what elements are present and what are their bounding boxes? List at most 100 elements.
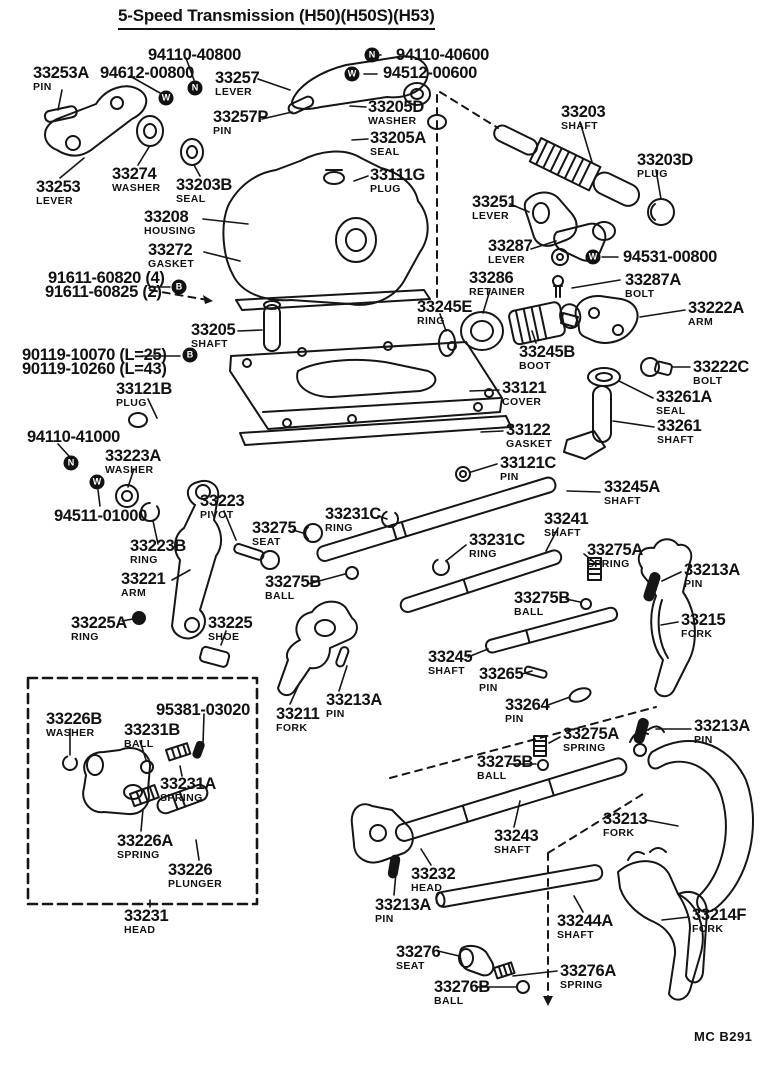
part-descriptor: PIVOT [200,509,234,521]
part-number: 33223A [105,447,161,465]
page-title: 5-Speed Transmission (H50)(H50S)(H53) [118,6,435,30]
part-number: 33275B [265,573,321,591]
pin-33213a-2-art [335,646,349,668]
spring-33231a-art [166,743,190,760]
part-number: 33231C [325,505,381,523]
part-number: 33286 [469,269,514,287]
boot-33245b-art [508,297,584,345]
part-number: 95381-03020 [156,701,250,719]
part-label-90119-10260-l-43-: 90119-10260 (L=43) [22,361,167,378]
part-descriptor: BOLT [625,288,655,300]
part-number: 33211 [276,705,320,723]
part-descriptor: PLUG [116,397,147,409]
part-number: 94531-00800 [623,248,717,266]
part-descriptor: PLUG [637,168,668,180]
part-number: 94110-40600 [396,46,490,64]
part-number: 33231C [469,531,525,549]
part-descriptor: RING [130,554,158,566]
part-number: 33222A [688,299,744,317]
part-number: 33213A [375,896,431,914]
part-number: 33275B [477,753,533,771]
part-descriptor: WASHER [112,182,161,194]
part-descriptor: WASHER [105,464,154,476]
part-number: 33261A [656,388,712,406]
part-number: 91611-60820 (4) [48,269,165,287]
part-number: 33208 [144,208,189,226]
fastener-symbol-n-circle: N [187,80,203,96]
cover-33121-art [230,342,502,429]
bolt-33287a-art [553,276,563,297]
construction-dashed-lines [150,92,656,998]
part-descriptor: SPRING [587,558,630,570]
pivot-33223-art [233,543,279,569]
part-descriptor: LEVER [215,86,253,98]
part-descriptor: PIN [505,713,524,725]
lever-33251-art [525,193,577,246]
part-number: 33241 [544,510,589,528]
part-number: 33213 [603,810,648,828]
part-descriptor: PIN [326,708,345,720]
part-label-91611-60820-4-: 91611-60820 (4) [48,269,165,287]
plug-33203d-art [648,199,674,225]
part-descriptor: BALL [434,995,464,1007]
part-label-94110-40800: 94110-40800 [148,47,241,64]
part-descriptor: GASKET [148,258,195,270]
part-descriptor: FORK [603,827,635,839]
part-number: 33287 [488,237,533,255]
ring-33223b-art [141,503,159,521]
part-descriptor: HEAD [124,924,156,936]
part-descriptor: SHAFT [428,665,465,677]
spring-33276a-art [494,962,515,978]
washer-94531-art [552,249,568,265]
part-number: 33225A [71,614,127,632]
washer-33274-art [137,116,163,146]
ball-33275b-1-art [346,567,358,579]
fastener-symbol-w-circle: W [158,90,174,106]
part-number: 33272 [148,241,193,259]
part-descriptor: BALL [124,738,154,750]
spring-33275a-2-art [534,736,546,756]
part-number: 33221 [121,570,166,588]
part-number: 33261 [657,417,702,435]
part-number: 33203 [561,103,606,121]
part-number: 33205 [191,321,236,339]
part-number: 33231B [124,721,180,739]
part-number: 33231 [124,907,169,925]
part-number: 33274 [112,165,157,183]
ball-33275b-2-art [581,599,591,609]
part-number: 33253A [33,64,89,82]
part-number: 33275A [587,541,643,559]
part-descriptor: PIN [375,913,394,925]
part-descriptor: SPRING [560,979,603,991]
part-descriptor: PIN [213,125,232,137]
part-label-90119-10070-l-25-: 90119-10070 (L=25) [22,347,167,364]
bolt-33222c-art [641,358,673,376]
fastener-symbol-n-circle: N [63,455,79,471]
part-descriptor: LEVER [488,254,526,266]
pin-33213a-3-art [634,718,649,744]
part-descriptor: BALL [477,770,507,782]
part-number: 94512-00600 [383,64,477,82]
